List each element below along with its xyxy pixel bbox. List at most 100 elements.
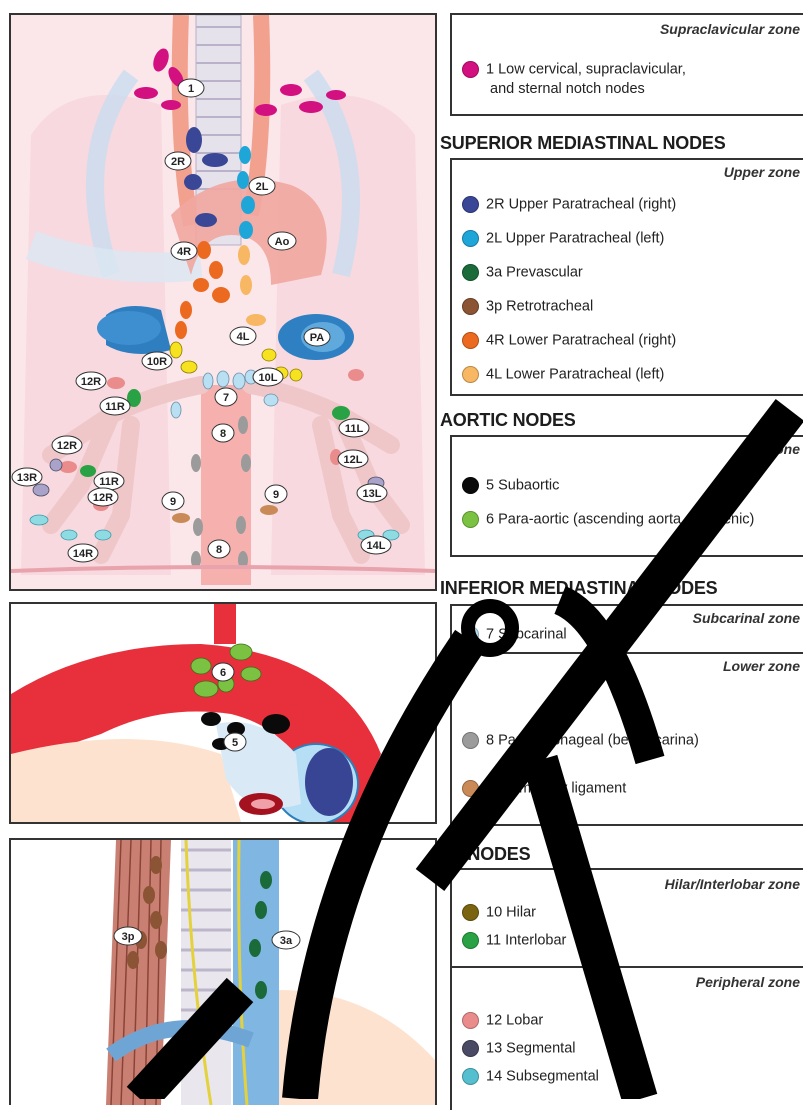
svg-text:10R: 10R [147, 356, 167, 368]
legend-item-2r: 2R Upper Paratracheal (right) [462, 196, 676, 213]
legend-item-9: 9 Pulmonary ligament [462, 780, 626, 797]
lateral-view-illustration: 3p 3a [11, 840, 435, 1105]
inferior-title: INFERIOR MEDIASTINAL NODES [440, 578, 717, 599]
lateral-view-diagram: 3p 3a [9, 838, 437, 1105]
legend-item-1-line2: and sternal notch nodes [490, 81, 645, 97]
divider-peripheral [452, 966, 803, 968]
svg-text:13L: 13L [363, 488, 382, 500]
svg-text:9: 9 [273, 489, 279, 501]
label-pa: PA [304, 328, 330, 346]
svg-text:9: 9 [170, 496, 176, 508]
label-ao: Ao [268, 232, 296, 250]
inferior-box: Subcarinal zone 7 Subcarinal Lower zone … [450, 604, 803, 826]
svg-text:4L: 4L [237, 331, 250, 343]
label-13l: 13L [357, 484, 387, 502]
svg-text:12R: 12R [81, 376, 101, 388]
svg-text:2L: 2L [256, 181, 269, 193]
aortic-arch-diagram: 6 5 [9, 602, 437, 824]
mediastinum-illustration: 1 2R 2L Ao 4R 4L PA 10R 10L 7 12R 11R 11… [11, 15, 435, 589]
label-3p: 3p [114, 927, 142, 945]
label-2r: 2R [165, 152, 191, 170]
label-11l: 11L [339, 419, 369, 437]
legend-item-14: 14 Subsegmental [462, 1068, 599, 1085]
svg-text:11R: 11R [99, 476, 119, 488]
legend-item-13: 13 Segmental [462, 1040, 575, 1057]
svg-text:12R: 12R [93, 492, 113, 504]
superior-title: SUPERIOR MEDIASTINAL NODES [440, 133, 726, 154]
svg-text:12L: 12L [344, 454, 363, 466]
legend-item-2l: 2L Upper Paratracheal (left) [462, 230, 664, 247]
legend-item-4r: 4R Lower Paratracheal (right) [462, 332, 676, 349]
svg-text:3p: 3p [122, 931, 135, 943]
label-12r-b: 12R [88, 488, 118, 506]
svg-text:13R: 13R [17, 472, 37, 484]
label-8-top: 8 [212, 424, 234, 442]
zone-peripheral: Peripheral zone [696, 974, 800, 990]
zone-hilar: Hilar/Interlobar zone [665, 876, 800, 892]
svg-text:6: 6 [220, 667, 226, 679]
svg-text:3a: 3a [280, 935, 293, 947]
legend-item-7: 7 Subcarinal [462, 626, 567, 643]
svg-text:10L: 10L [259, 372, 278, 384]
divider-lower [452, 652, 803, 654]
label-9-left: 9 [162, 492, 184, 510]
svg-text:8: 8 [220, 428, 226, 440]
svg-text:14R: 14R [73, 548, 93, 560]
legend-item-5: 5 Subaortic [462, 477, 559, 494]
aortic-arch-illustration: 6 5 [11, 604, 435, 822]
label-4l: 4L [230, 327, 256, 345]
svg-text:7: 7 [223, 392, 229, 404]
label-10l: 10L [253, 368, 283, 386]
label-11r-top: 11R [100, 397, 130, 415]
svg-text:4R: 4R [177, 246, 191, 258]
svg-text:8: 8 [216, 544, 222, 556]
svg-text:11R: 11R [105, 401, 125, 413]
zone-lower: Lower zone [723, 658, 800, 674]
label-11r: 11R [94, 472, 124, 490]
svg-text:14L: 14L [367, 540, 386, 552]
zone-ap: AP zone [745, 441, 800, 457]
zone-supraclavicular: Supraclavicular zone [660, 21, 800, 37]
label-12r-top: 12R [76, 372, 106, 390]
legend-item-3p: 3p Retrotracheal [462, 298, 593, 315]
label-4r: 4R [171, 242, 197, 260]
zone-upper: Upper zone [724, 164, 800, 180]
legend-item-8: 8 Paraesophageal (below carina) [462, 732, 699, 749]
svg-text:Ao: Ao [275, 236, 290, 248]
label-12r: 12R [52, 436, 82, 454]
label-6: 6 [212, 663, 234, 681]
label-8-bot: 8 [208, 540, 230, 558]
label-12l: 12L [338, 450, 368, 468]
legend-item-12: 12 Lobar [462, 1012, 543, 1029]
label-14l: 14L [361, 536, 391, 554]
aortic-box: AP zone 5 Subaortic 6 Para-aortic (ascen… [450, 435, 803, 557]
legend-item-6: 6 Para-aortic (ascending aorta or phreni… [462, 511, 754, 528]
label-7: 7 [215, 388, 237, 406]
svg-text:5: 5 [232, 737, 238, 749]
main-anatomy-diagram: 1 2R 2L Ao 4R 4L PA 10R 10L 7 12R 11R 11… [9, 13, 437, 591]
svg-text:PA: PA [310, 332, 325, 344]
legend-item-10: 10 Hilar [462, 904, 536, 921]
superior-box: Upper zone 2R Upper Paratracheal (right)… [450, 158, 803, 396]
supraclavicular-box: Supraclavicular zone 1 Low cervical, sup… [450, 13, 803, 116]
svg-text:12R: 12R [57, 440, 77, 452]
label-10r: 10R [142, 352, 172, 370]
label-14r: 14R [68, 544, 98, 562]
zone-subcarinal: Subcarinal zone [693, 610, 800, 626]
n1-box: Hilar/Interlobar zone 10 Hilar 11 Interl… [450, 868, 803, 1110]
n1-title: N1 NODES [440, 844, 530, 865]
label-9-right: 9 [265, 485, 287, 503]
legend-item-3a: 3a Prevascular [462, 264, 583, 281]
label-5: 5 [224, 733, 246, 751]
label-2l: 2L [249, 177, 275, 195]
label-1: 1 [178, 79, 204, 97]
node-1-swatch [462, 61, 479, 78]
legend-item-1: 1 Low cervical, supraclavicular, [462, 61, 686, 78]
svg-text:11L: 11L [345, 423, 364, 435]
label-3a: 3a [272, 931, 300, 949]
svg-text:1: 1 [188, 83, 194, 95]
legend-item-11: 11 Interlobar [462, 932, 566, 949]
label-13r: 13R [12, 468, 42, 486]
legend-item-4l: 4L Lower Paratracheal (left) [462, 366, 664, 383]
svg-text:2R: 2R [171, 156, 185, 168]
